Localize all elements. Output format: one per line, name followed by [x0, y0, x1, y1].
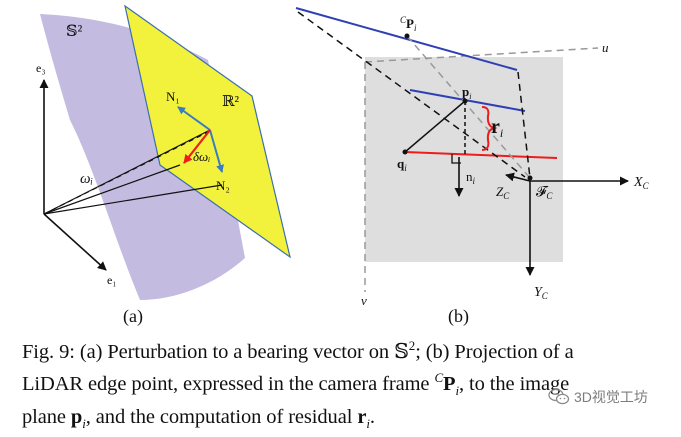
delta-omega-arrow — [183, 129, 211, 164]
proj-ray-2 — [406, 35, 531, 179]
panel-a: 𝕊² ℝ² e₃ e₁ ωᵢ N₁ N₂ δωᵢ (a) — [36, 4, 291, 327]
proj-ray-3 — [517, 71, 531, 179]
v-label: v — [361, 293, 367, 308]
yc-label: YC — [534, 285, 549, 301]
p-to-q-line — [404, 100, 466, 153]
p-label: pi — [462, 84, 471, 101]
panel-a-tag: (a) — [123, 306, 143, 327]
n-label: ni — [466, 169, 476, 186]
fc-label: 𝓕C — [536, 185, 553, 201]
n1-arrow — [177, 106, 211, 131]
figure-caption: Fig. 9: (a) Perturbation to a bearing ve… — [22, 333, 662, 437]
camera-center-dot — [527, 175, 533, 181]
xc-label: XC — [633, 175, 650, 191]
omega-label: ωᵢ — [80, 171, 93, 187]
ray-2 — [43, 164, 181, 215]
ray-dashed — [43, 131, 209, 215]
wechat-logo-icon — [548, 388, 570, 405]
edge-3d — [295, 7, 518, 71]
watermark: 3D视觉工坊 — [548, 386, 648, 408]
caption-line-2: LiDAR edge point, expressed in the camer… — [22, 369, 570, 398]
ray-3 — [43, 184, 223, 215]
e3-label: e₃ — [36, 61, 46, 75]
e1-axis — [43, 213, 107, 271]
figure: 𝕊² ℝ² e₃ e₁ ωᵢ N₁ N₂ δωᵢ (a) CPi u — [36, 4, 650, 327]
plane-label: ℝ² — [222, 94, 239, 110]
u-label: u — [602, 40, 609, 55]
zc-label: ZC — [496, 184, 510, 201]
residual-brace — [481, 106, 498, 151]
point-p-dot — [462, 98, 468, 104]
caption-line-1: Fig. 9: (a) Perturbation to a bearing ve… — [22, 338, 574, 363]
e1-label: e₁ — [107, 273, 117, 287]
n2-label: N₂ — [216, 178, 230, 193]
edge-projected — [409, 89, 526, 112]
sphere-label: 𝕊² — [66, 23, 83, 40]
red-line — [404, 151, 558, 159]
panel-b-tag: (b) — [448, 306, 469, 327]
n1-label: N₁ — [166, 89, 180, 104]
q-label: qi — [397, 156, 407, 173]
point-3d-dot — [404, 33, 410, 39]
u-axis — [364, 47, 599, 63]
panel-b: CPi u v pi ri qi ni ZC 𝓕C XC YC (b) — [295, 7, 650, 327]
watermark-text: 3D视觉工坊 — [574, 389, 648, 405]
delta-omega-label: δωᵢ — [193, 149, 210, 164]
right-angle-mark — [451, 154, 461, 164]
point-q-dot — [402, 149, 408, 155]
r-label: ri — [491, 116, 503, 140]
zc-axis — [505, 172, 531, 182]
n2-arrow — [209, 129, 224, 173]
point-3d-label: CPi — [400, 15, 417, 33]
proj-ray-1 — [297, 11, 526, 178]
caption-line-3: plane pi, and the computation of residua… — [22, 405, 375, 431]
